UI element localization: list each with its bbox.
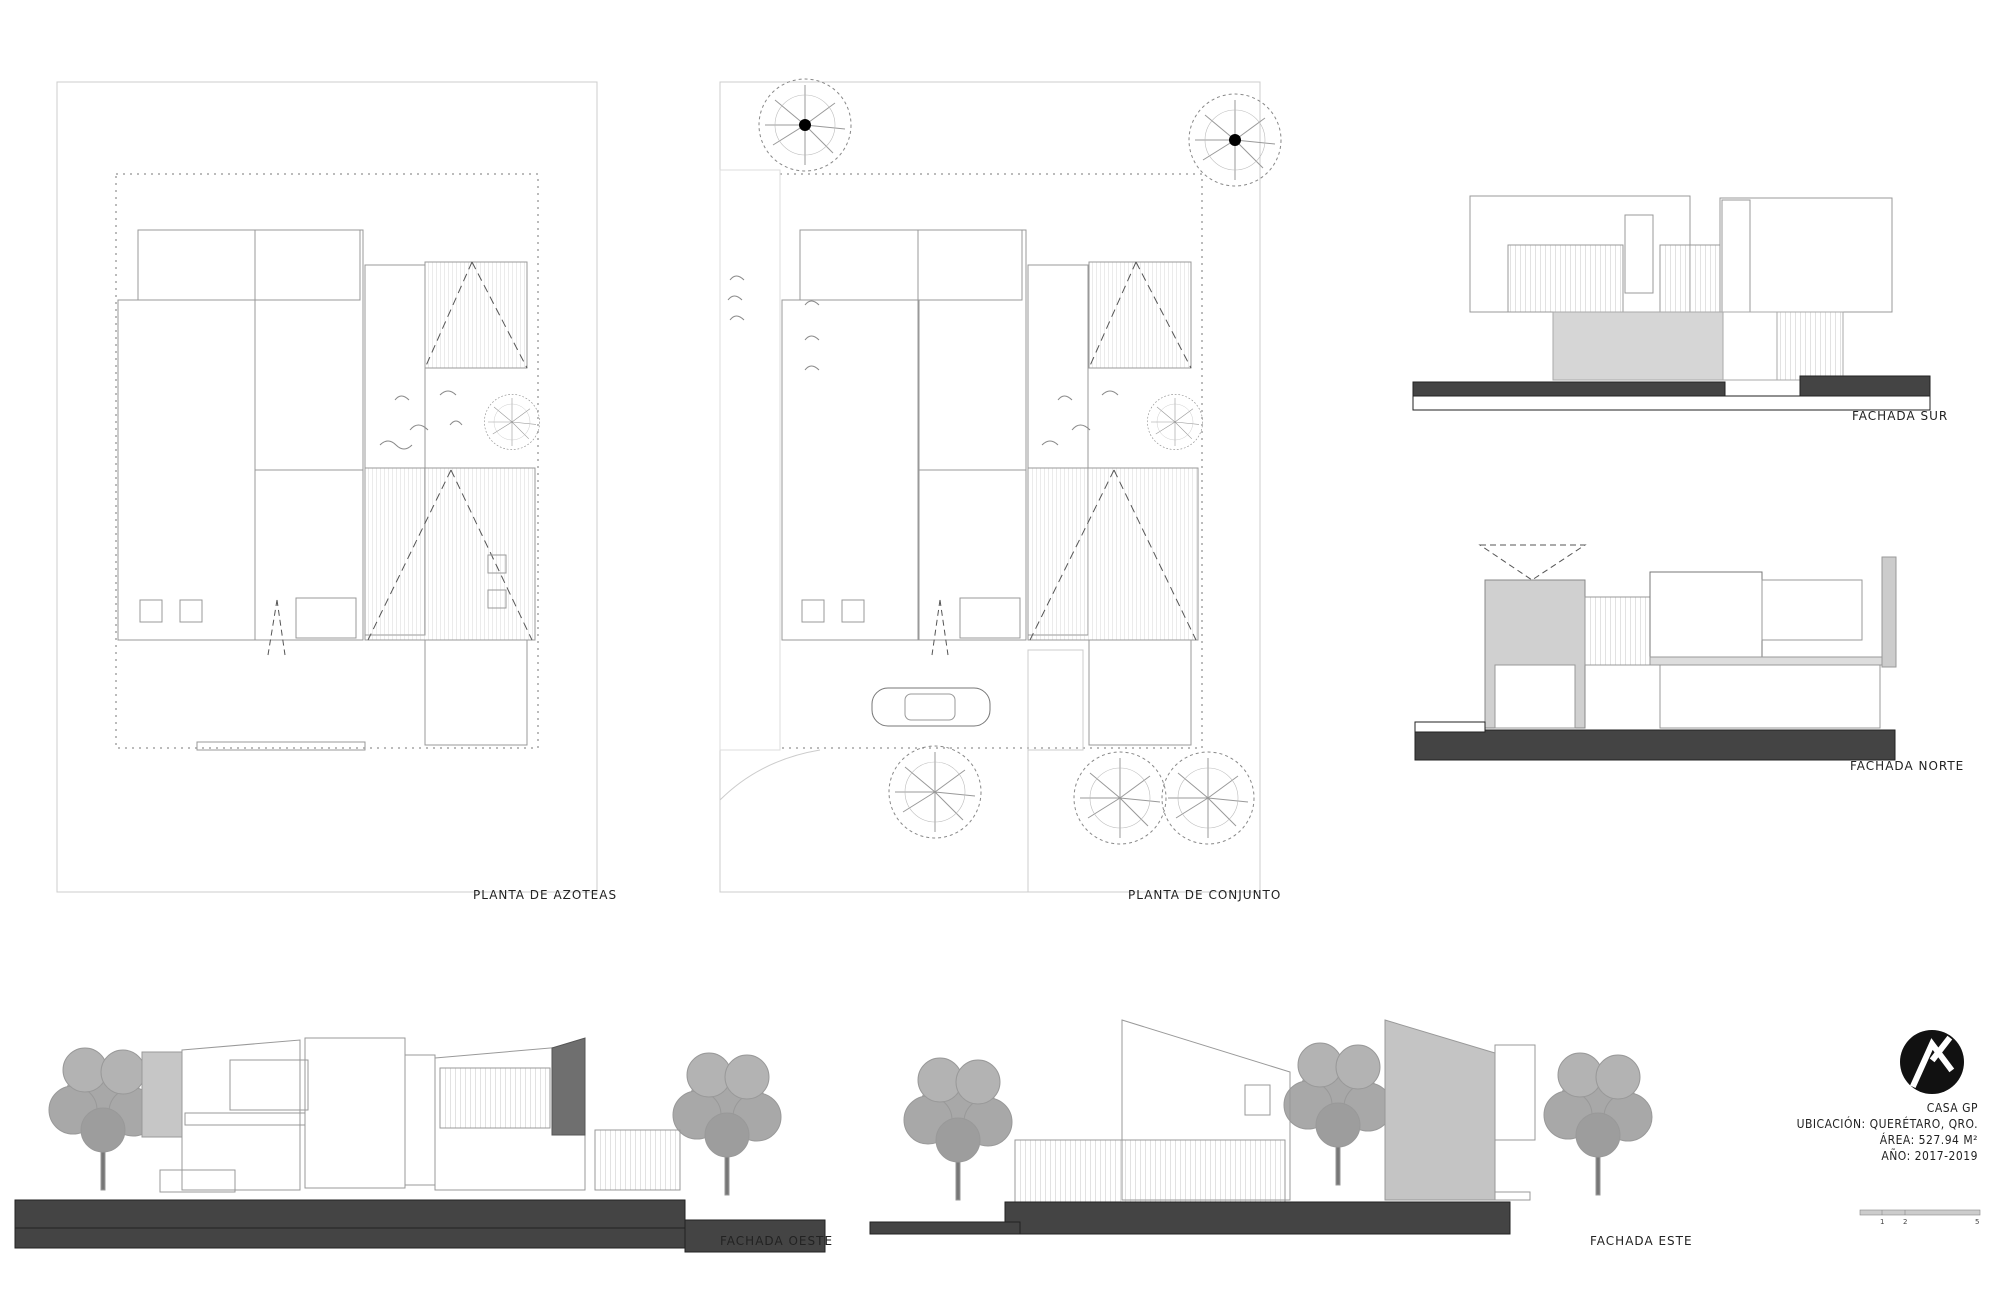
site-plan-drawing (719, 78, 1282, 893)
west-elevation-drawing (14, 1037, 826, 1253)
title-planta-conjunto: PLANTA DE CONJUNTO (1128, 888, 1282, 902)
project-year: AÑO: 2017-2019 (1881, 1149, 1978, 1163)
east-elevation-drawing (869, 1019, 1653, 1235)
project-info: CASA GP UBICACIÓN: QUERÉTARO, QRO. ÁREA:… (1797, 1100, 1978, 1164)
project-name: CASA GP (1926, 1101, 1978, 1115)
scale-mark-5: 5 (1975, 1218, 1980, 1226)
north-elevation-drawing (1414, 544, 1897, 761)
project-area: ÁREA: 527.94 M² (1879, 1133, 1978, 1147)
studio-logo-icon (1900, 1030, 1964, 1094)
scale-bar (1859, 1209, 1981, 1216)
title-fachada-oeste: FACHADA OESTE (720, 1234, 834, 1248)
title-fachada-norte: FACHADA NORTE (1850, 759, 1965, 773)
scale-mark-2: 2 (1903, 1218, 1908, 1226)
title-planta-azoteas: PLANTA DE AZOTEAS (473, 888, 618, 902)
scale-mark-1: 1 (1880, 1218, 1885, 1226)
title-fachada-este: FACHADA ESTE (1590, 1234, 1693, 1248)
project-location: UBICACIÓN: QUERÉTARO, QRO. (1796, 1117, 1978, 1131)
roof-plan-drawing (56, 81, 598, 893)
title-fachada-sur: FACHADA SUR (1852, 409, 1949, 423)
south-elevation-drawing (1412, 195, 1931, 411)
